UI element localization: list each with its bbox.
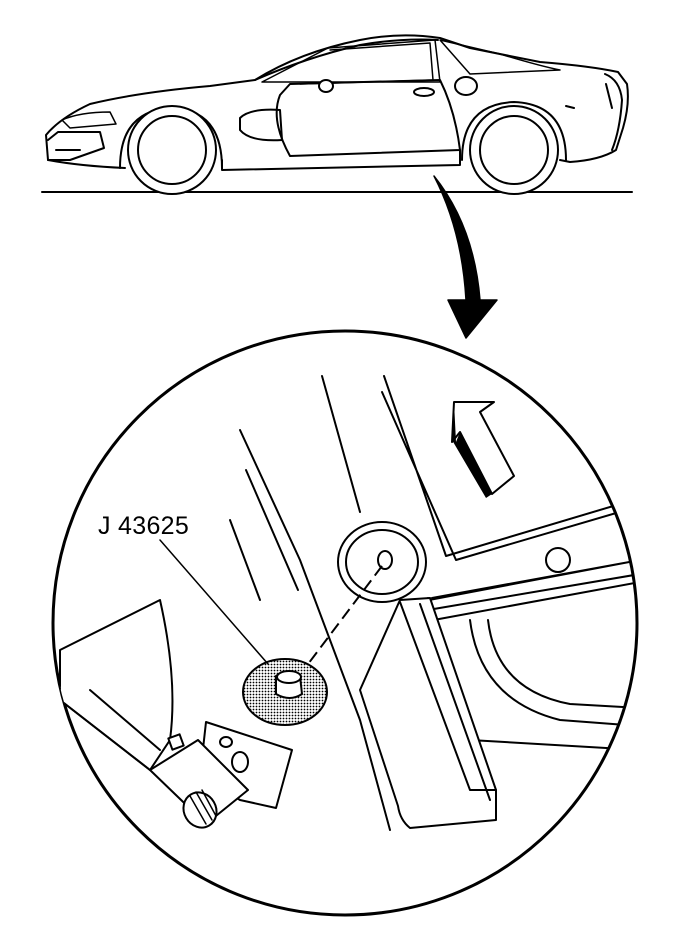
car-body-outline — [45, 34, 629, 169]
door-handle — [413, 87, 435, 97]
bracket-hole — [219, 736, 233, 748]
panel-edge-lines — [321, 375, 637, 561]
fuel-door — [454, 76, 478, 96]
alignment-dashed-line — [295, 565, 383, 681]
callout-leader — [159, 539, 269, 665]
beam-hole — [545, 547, 571, 573]
door-panel — [275, 79, 461, 157]
bracket-knob — [231, 751, 249, 773]
car-side-view — [41, 34, 633, 195]
rocker-panel — [221, 149, 461, 171]
small-tab — [167, 733, 185, 751]
plug-tool-j43625 — [242, 658, 328, 726]
detail-view — [51, 329, 639, 917]
inner-arch — [469, 619, 637, 727]
curved-arrow — [433, 175, 498, 339]
tool-arm-edge — [59, 689, 161, 771]
door-glass — [299, 42, 434, 85]
windshield — [261, 39, 441, 83]
side-cove — [239, 108, 283, 142]
threaded-knob — [182, 789, 218, 829]
front-wheel — [119, 105, 223, 195]
tail-section — [565, 73, 623, 151]
front-fascia — [47, 131, 105, 161]
car-roof-line — [254, 38, 439, 81]
panel-hole — [337, 521, 427, 603]
tool-callout-label: J 43625 — [98, 512, 190, 540]
side-mirror — [318, 79, 334, 93]
horizontal-beam — [407, 559, 637, 625]
rear-wheel — [461, 101, 567, 195]
rear-glass — [439, 39, 561, 75]
pillar-inner-line — [399, 601, 497, 801]
headlight — [61, 111, 117, 129]
left-panel-lines — [229, 429, 391, 831]
